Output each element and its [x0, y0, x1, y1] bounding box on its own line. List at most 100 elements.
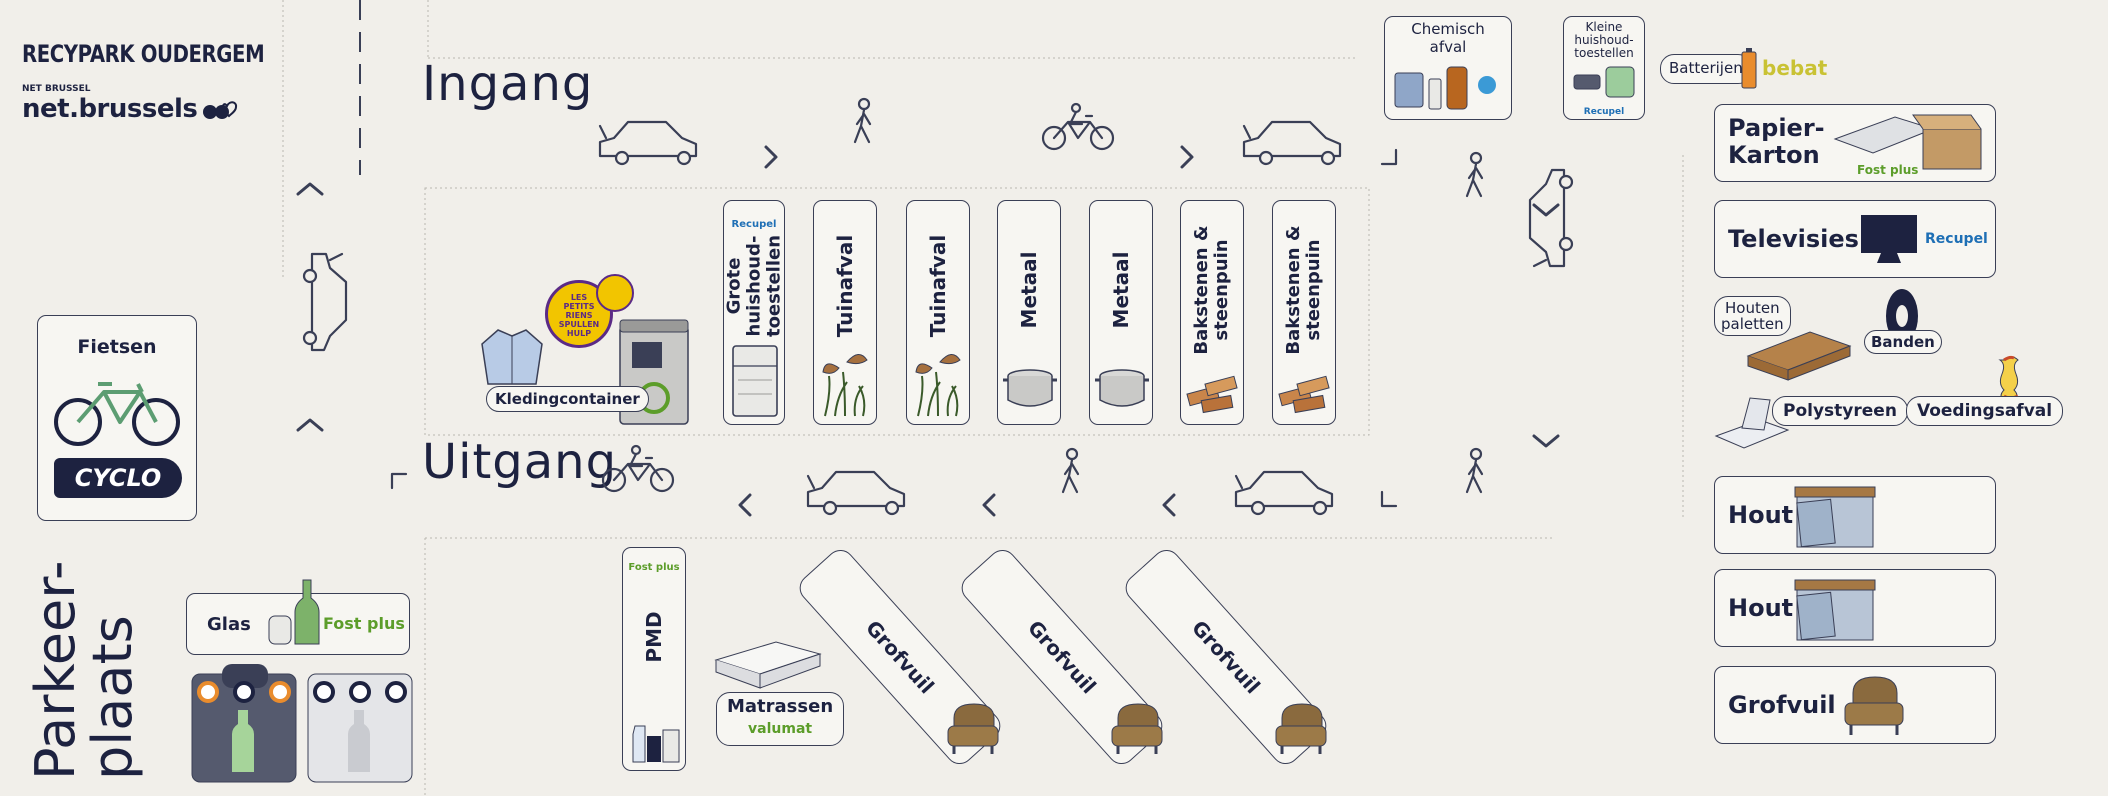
car-icon — [806, 470, 906, 516]
recupel-logo: Recupel — [1583, 107, 1625, 117]
station-televisies[interactable]: Televisies Recupel — [1714, 200, 1996, 278]
station-matrassen[interactable]: Matrassen valumat — [716, 692, 845, 746]
station-pmd[interactable]: Fost plus PMD — [622, 547, 686, 771]
container-label: Tuinafval — [833, 234, 857, 337]
station-hout-1[interactable]: Hout — [1714, 476, 1996, 554]
station-label: Polystyreen — [1783, 401, 1897, 421]
container-label: Metaal — [1109, 251, 1133, 329]
petits-riens-line: LES — [570, 293, 588, 302]
container-label: Metaal — [1017, 251, 1041, 329]
container-metaal-2[interactable]: Metaal — [1089, 200, 1153, 425]
cooking-pot-icon — [1003, 369, 1057, 407]
car-icon — [1234, 470, 1334, 516]
station-banden[interactable]: Banden — [1864, 330, 1942, 354]
cyclo-logo: CYCLO — [54, 458, 182, 498]
container-bakstenen-2[interactable]: Bakstenen & steenpuin — [1272, 200, 1336, 425]
org-small-name: NET BRUSSEL — [22, 84, 91, 94]
label-line: Kleine — [1585, 20, 1623, 34]
shirt-icon — [481, 329, 543, 385]
station-kleine-huishoudtoestellen[interactable]: Kleine huishoud- toestellen Recupel — [1563, 16, 1645, 120]
station-label: Grofvuil — [1728, 691, 1836, 719]
chevron-left-icon — [1162, 493, 1176, 517]
label-line: steenpuin — [1303, 239, 1324, 341]
armchair-icon — [1111, 703, 1163, 754]
station-hout-2[interactable]: Hout — [1714, 569, 1996, 647]
chevron-up-icon — [296, 418, 324, 432]
label-line: toestellen — [1574, 46, 1634, 60]
station-label: Matrassen — [727, 696, 834, 717]
wood-cabinet-icon — [1794, 579, 1876, 641]
station-batterijen[interactable]: Batterijen — [1660, 54, 1752, 84]
brand-block: RECYPARK OUDERGEM NET BRUSSEL net.brusse… — [22, 40, 317, 124]
polystyrene-icon — [1714, 397, 1790, 449]
garden-plant-icon — [822, 354, 868, 417]
chevron-right-icon — [1180, 145, 1194, 169]
chevron-down-icon — [1532, 203, 1560, 217]
label-line: Chemisch — [1411, 20, 1485, 38]
chevron-right-icon — [764, 145, 778, 169]
label-line: Grote — [723, 257, 745, 315]
armchair-icon — [1844, 676, 1904, 735]
bricks-icon — [1278, 375, 1330, 414]
recupel-logo: Recupel — [731, 219, 777, 230]
label-line: Houten — [1725, 299, 1780, 317]
station-label: Batterijen — [1669, 59, 1743, 77]
kledingcontainer-label: Kledingcontainer — [486, 386, 649, 412]
apple-core-icon — [1998, 355, 2019, 403]
station-glas[interactable]: Glas Fost plus — [186, 579, 410, 655]
label-line: Bakstenen & — [1283, 225, 1305, 355]
fostplus-logo: Fost plus — [323, 614, 405, 633]
bebat-logo: bebat — [1762, 56, 1828, 80]
tire-icon — [1886, 289, 1918, 343]
label-line: steenpuin — [1211, 239, 1232, 341]
cooking-pot-icon — [1095, 369, 1149, 407]
station-label: Televisies — [1728, 225, 1859, 253]
car-icon — [1242, 120, 1342, 166]
hearts-icon — [203, 101, 238, 119]
bicycle-icon — [1041, 102, 1115, 151]
station-houten-paletten[interactable]: Houten paletten — [1714, 296, 1791, 336]
pedestrian-icon — [853, 97, 872, 144]
station-label: Papier- Karton — [1728, 115, 1825, 169]
container-label: Bakstenen & steenpuin — [1191, 226, 1232, 355]
station-papier-karton[interactable]: Papier- Karton Fost plus — [1714, 104, 1996, 182]
park-name: RECYPARK OUDERGEM — [22, 40, 265, 68]
exit-label: Uitgang — [422, 434, 618, 490]
container-grote-huishoudtoestellen[interactable]: Recupel Grote huishoud- toestellen — [723, 200, 785, 425]
container-tuinafval-2[interactable]: Tuinafval — [906, 200, 970, 425]
station-fietsen[interactable]: Fietsen CYCLO — [37, 315, 197, 521]
station-voedingsafval[interactable]: Voedingsafval — [1906, 396, 2064, 426]
container-label: Tuinafval — [926, 234, 950, 337]
bicycle-icon — [54, 382, 180, 446]
valumat-logo: valumat — [748, 721, 813, 737]
station-label: Voedingsafval — [1917, 401, 2053, 421]
chevron-left-icon — [738, 493, 752, 517]
pallet-icon — [1746, 331, 1852, 381]
chevron-down-icon — [1532, 434, 1560, 448]
pedestrian-icon — [1465, 151, 1484, 198]
chemical-cans-icon — [1394, 66, 1496, 110]
station-label: Glas — [207, 614, 251, 635]
station-label: Fietsen — [77, 336, 157, 358]
label-line: Karton — [1728, 141, 1820, 169]
station-label: Hout — [1728, 594, 1794, 622]
cyclo-text: CYCLO — [74, 464, 162, 492]
label-line: afval — [1429, 38, 1467, 56]
container-tuinafval-1[interactable]: Tuinafval — [813, 200, 877, 425]
container-bakstenen-1[interactable]: Bakstenen & steenpuin — [1180, 200, 1244, 425]
television-icon — [1861, 215, 1917, 263]
container-label: Bakstenen & steenpuin — [1283, 225, 1324, 355]
container-metaal-1[interactable]: Metaal — [997, 200, 1061, 425]
station-label: Chemisch afval — [1385, 20, 1511, 56]
pmd-packaging-icon — [632, 725, 680, 763]
pedestrian-icon — [1061, 447, 1080, 494]
label-line: toestellen — [762, 234, 784, 337]
station-chemisch-afval[interactable]: Chemisch afval — [1384, 16, 1512, 120]
label-line: huishoud- — [1574, 33, 1634, 47]
station-polystyreen[interactable]: Polystyreen — [1772, 396, 1908, 426]
station-label: PMD — [642, 611, 666, 663]
chevron-left-icon — [982, 493, 996, 517]
station-grofvuil-right[interactable]: Grofvuil — [1714, 666, 1996, 744]
